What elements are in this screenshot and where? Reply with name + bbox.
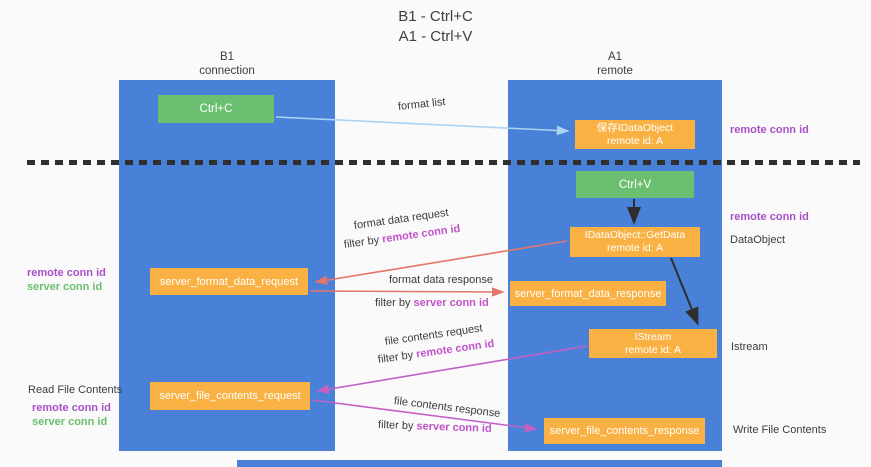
label-file-contents-response: file contents response (393, 395, 501, 420)
filter-by-text-3: filter by (377, 349, 414, 366)
filter-server-conn-id-1: server conn id (413, 297, 489, 309)
getdata-line1: IDataObject::GetData (584, 229, 686, 241)
phase-separator-dashed-line (27, 160, 860, 165)
annotation-left-remote-conn-id-1: remote conn id (27, 267, 106, 279)
annotation-remote-conn-id-mid: remote conn id (730, 211, 809, 223)
format-request-label: server_format_data_request (159, 275, 299, 288)
diagram-title: B1 - Ctrl+C A1 - Ctrl+V (0, 7, 871, 47)
label-filter-server-2: filter by server conn id (378, 419, 492, 435)
filter-by-text-4: filter by (377, 419, 414, 433)
annotation-istream: Istream (731, 341, 768, 353)
ctrl-c-label: Ctrl+C (199, 103, 233, 115)
label-format-data-response: format data response (389, 274, 493, 286)
node-istream: IStream remote id: A (589, 329, 717, 358)
title-line-2: A1 - Ctrl+V (398, 28, 473, 45)
annotation-left-server-conn-id-1: server conn id (27, 281, 103, 293)
lane-a1-sub: remote (597, 65, 633, 77)
node-server-format-data-request: server_format_data_request (150, 268, 308, 295)
lane-b1-name: B1 (219, 51, 235, 63)
node-server-file-contents-response: server_file_contents_response (544, 418, 705, 444)
annotation-write-file-contents: Write File Contents (733, 424, 827, 436)
istream-line1: IStream (634, 330, 672, 343)
annotation-dataobject: DataObject (730, 234, 786, 246)
save-idataobject-line2: remote id: A (606, 134, 664, 147)
node-ctrl-v: Ctrl+V (576, 171, 694, 198)
filter-by-text-2: filter by (375, 297, 411, 309)
annotation-remote-conn-id-top: remote conn id (730, 124, 809, 136)
node-save-idataobject: 保存IDataObject remote id: A (575, 120, 695, 149)
lane-a1-name: A1 (607, 51, 623, 63)
filter-by-text-1: filter by (343, 234, 380, 251)
node-server-format-data-response: server_format_data_response (510, 281, 666, 306)
label-filter-server-1: filter by server conn id (375, 297, 489, 309)
format-response-label: server_format_data_response (514, 287, 662, 300)
label-format-list: format list (397, 96, 447, 113)
ctrl-v-label: Ctrl+V (618, 178, 652, 191)
save-idataobject-line1: 保存IDataObject (596, 121, 674, 134)
annotation-left-remote-conn-id-2: remote conn id (32, 402, 111, 414)
arrow-format-data-response (309, 287, 505, 297)
lane-header-a1: A1 remote (508, 50, 722, 78)
file-request-label: server_file_contents_request (159, 390, 301, 402)
filter-server-conn-id-2: server conn id (416, 420, 492, 435)
node-server-file-contents-request: server_file_contents_request (150, 382, 310, 410)
file-response-label: server_file_contents_response (549, 425, 700, 437)
annotation-left-server-conn-id-2: server conn id (32, 416, 108, 428)
istream-line2: remote id: A (624, 343, 682, 356)
bottom-cutoff-lane (237, 460, 722, 467)
annotation-read-file-contents: Read File Contents (28, 384, 123, 396)
title-line-1: B1 - Ctrl+C (398, 8, 473, 25)
lane-header-b1: B1 connection (119, 50, 335, 78)
getdata-line2: remote id: A (606, 242, 664, 254)
node-idataobject-getdata: IDataObject::GetData remote id: A (570, 227, 700, 257)
node-ctrl-c: Ctrl+C (158, 95, 274, 123)
lane-b1-sub: connection (199, 65, 255, 77)
